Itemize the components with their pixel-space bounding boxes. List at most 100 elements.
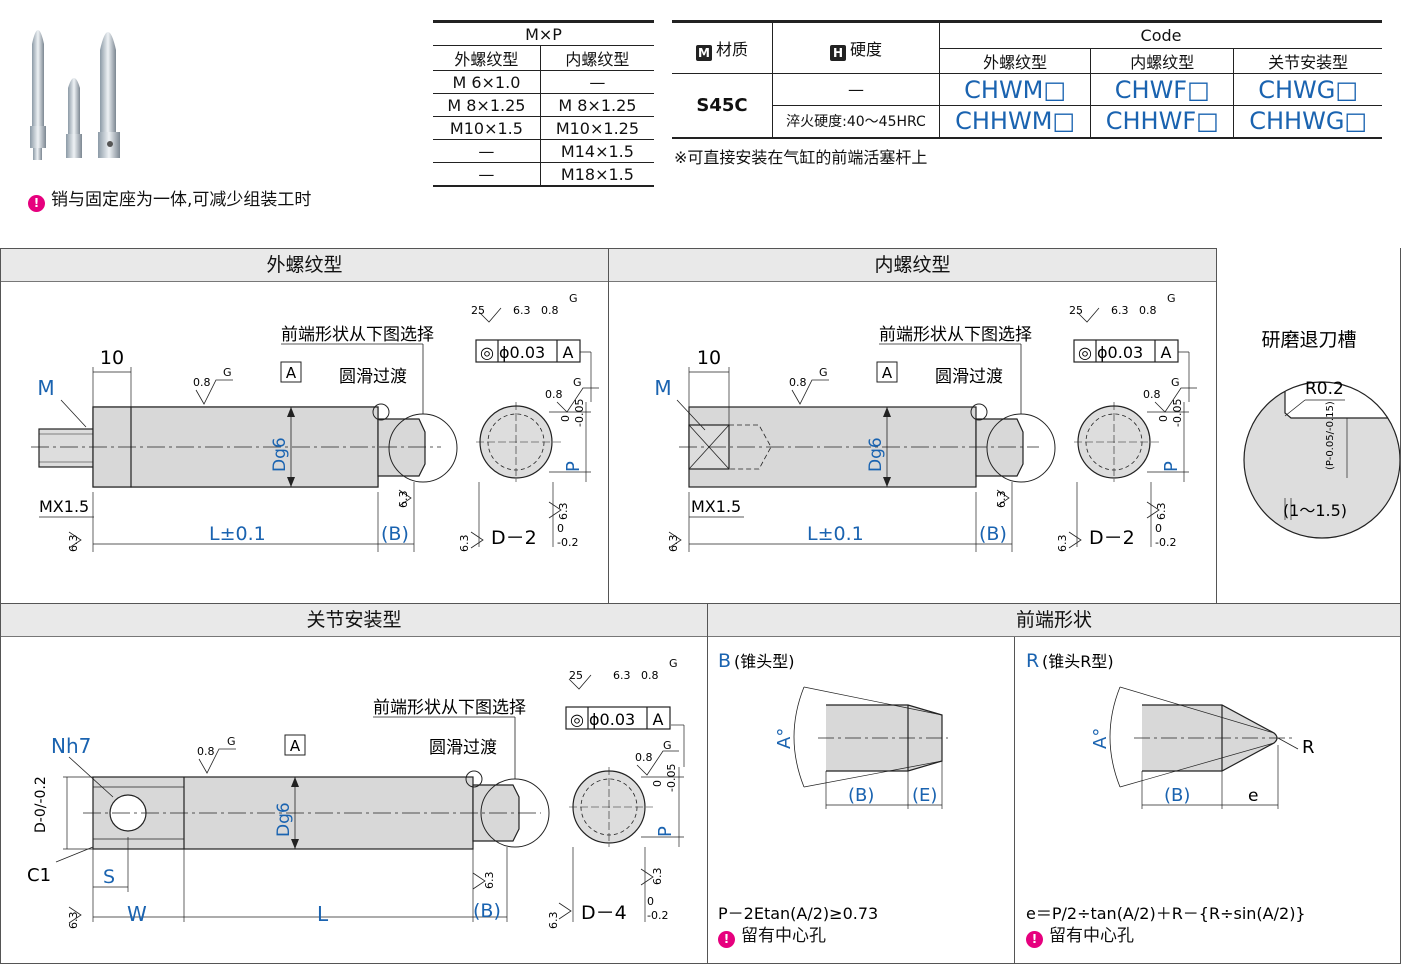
w-label: W [127, 902, 147, 926]
ra-08: 0.8 [789, 376, 807, 389]
groove-drawing: 研磨退刀槽 R0.2 (P-0.05/-0.15) (1～1.5) [1243, 329, 1400, 539]
a-deg-label: A° [774, 728, 795, 749]
info-pin-icon: ! [28, 195, 45, 212]
ra-08: 0.8 [1143, 388, 1161, 401]
ra-63: 6.3 [1155, 503, 1168, 521]
pin-photo-icon [30, 30, 120, 160]
ra-63: 6.3 [458, 535, 471, 553]
mxp-top-rule [433, 20, 654, 22]
datum-a: A [290, 737, 301, 755]
datum-ref: A [563, 343, 574, 362]
p-tol-zero: 0 [559, 415, 572, 422]
panel-tip: 前端形状 B (锥头型) A° (B) (E) P－2Etan(A/2)≥0.7… [707, 603, 1401, 964]
ra-25: 25 [569, 669, 583, 682]
dim-10: 10 [100, 347, 124, 369]
mxp-cell: M18×1.5 [539, 162, 654, 187]
type-internal: 内螺纹型 [1090, 48, 1235, 74]
mxp-cell: M10×1.5 [433, 116, 541, 140]
internal-drawing: A M 10 前端形状从下图选择 圆滑过渡 Dg6 MX1.5 L±0.1 (B… [654, 292, 1197, 553]
tip-drawing: B (锥头型) A° (B) (E) P－2Etan(A/2)≥0.73 R (… [718, 650, 1315, 923]
tip-divider [1014, 637, 1015, 963]
mxp-col-internal: 内螺纹型 [539, 45, 654, 71]
datum-a: A [286, 364, 297, 382]
mxp-cell: — [539, 70, 654, 94]
p-label: P [1161, 461, 1182, 472]
b-type-desc: (锥头型) [734, 652, 795, 671]
ra-g: G [669, 657, 678, 670]
d-tol-zero: 0 [1155, 522, 1162, 535]
mxp-col-external: 外螺纹型 [433, 45, 541, 71]
d-tol-label: D-0/-0.2 [33, 776, 49, 833]
r-type-label: R [1026, 650, 1039, 672]
formula-b: P－2Etan(A/2)≥0.73 [718, 904, 878, 923]
panel-title: 关节安装型 [1, 604, 707, 637]
ra-63: 6.3 [67, 535, 80, 553]
ra-g: G [663, 739, 672, 752]
info-pin-icon: ! [1026, 931, 1043, 948]
material-badge-icon: M [695, 44, 712, 61]
dg6-label: Dg6 [270, 437, 290, 472]
ra-g: G [1167, 292, 1176, 305]
formula-r: e＝P/2÷tan(A/2)＋R－{R÷sin(A/2)} [1026, 904, 1306, 923]
p-tol: -0.05 [573, 399, 586, 427]
p-tol-zero: 0 [651, 780, 664, 787]
mxp-cell: M10×1.25 [539, 116, 654, 140]
b-dim-label: (B) [848, 785, 874, 806]
ra-08: 0.8 [1139, 304, 1157, 317]
d-minus-label: D－2 [1089, 527, 1135, 549]
b-label: (B) [381, 523, 409, 545]
code-cell: CHWF□ [1090, 73, 1235, 106]
ra-63: 6.3 [1111, 304, 1129, 317]
ra-25: 25 [471, 304, 485, 317]
datum-ref: A [1161, 343, 1172, 362]
mxp-cell: M 6×1.0 [433, 70, 541, 94]
ra-63: 6.3 [1056, 535, 1069, 553]
code-cell: CHHWF□ [1090, 105, 1235, 139]
b-label: (B) [979, 523, 1007, 545]
groove-title: 研磨退刀槽 [1261, 329, 1356, 351]
panel-external: 外螺纹型 [0, 248, 609, 604]
l-label: L [317, 902, 329, 926]
e-label: e [1248, 786, 1258, 806]
header-note: !销与固定座为一体,可减少组装工时 [28, 192, 311, 212]
mxp-title: M×P [433, 22, 654, 46]
hardness-value: — [772, 73, 940, 106]
type-external: 外螺纹型 [938, 48, 1092, 74]
panel-title: 外螺纹型 [1, 249, 608, 282]
d-tol-zero: 0 [557, 522, 564, 535]
code-cell: CHHWG□ [1233, 105, 1382, 139]
a-deg-label: A° [1090, 728, 1111, 749]
dg6-label: Dg6 [866, 437, 886, 472]
panel-joint: 关节安装型 [0, 603, 708, 964]
d-tol: -0.2 [1155, 536, 1176, 549]
smooth-note: 圆滑过渡 [935, 367, 1003, 387]
center-hole-note-r: !留有中心孔 [1026, 928, 1134, 948]
ra-g: G [573, 376, 582, 389]
dg6-label: Dg6 [274, 802, 294, 837]
ra-08: 0.8 [193, 376, 211, 389]
phi-value: ϕ0.03 [1097, 343, 1143, 362]
smooth-note: 圆滑过渡 [339, 367, 407, 387]
r02-label: R0.2 [1305, 379, 1344, 399]
r-label: R [1302, 737, 1315, 758]
ra-63: 6.3 [613, 669, 631, 682]
ra-08: 0.8 [541, 304, 559, 317]
type-joint: 关节安装型 [1233, 48, 1382, 74]
groove-range: (1～1.5) [1283, 501, 1347, 520]
d-minus-label: D－4 [581, 902, 627, 924]
ra-63: 6.3 [397, 491, 410, 509]
concentricity-icon: ◎ [570, 710, 584, 729]
p-tol: -0.05 [665, 764, 678, 792]
code-cell: CHHWM□ [938, 105, 1092, 139]
ra-63: 6.3 [513, 304, 531, 317]
panel-internal: 内螺纹型 [608, 248, 1217, 604]
select-note: 前端形状从下图选择 [281, 325, 434, 345]
center-hole-note-b: !留有中心孔 [718, 928, 826, 948]
b-label: (B) [473, 900, 501, 922]
dim-10: 10 [697, 347, 721, 369]
label-m: M [654, 376, 671, 400]
ra-g: G [223, 366, 232, 379]
